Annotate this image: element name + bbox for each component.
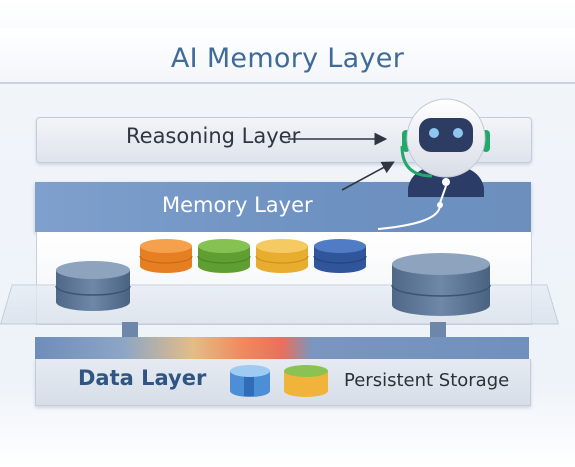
memory-layer-label: Memory Layer [162, 193, 313, 217]
memory-disk-icon [139, 239, 193, 273]
storage-cylinder-icon [230, 365, 270, 397]
data-layer-panel [35, 359, 531, 406]
database-icon [391, 253, 491, 316]
storage-cylinder-icon [284, 365, 328, 397]
connector-line [377, 204, 441, 230]
title-band [0, 28, 575, 84]
database-icon [55, 261, 131, 311]
robot-icon [400, 98, 490, 208]
right-connector [430, 322, 446, 340]
memory-disk-icon [313, 239, 367, 273]
arrow-icon [341, 161, 395, 191]
reasoning-layer-label: Reasoning Layer [126, 124, 301, 148]
memory-disk-icon [255, 239, 309, 273]
data-layer-band [35, 337, 529, 359]
memory-disk-icon [197, 239, 251, 273]
persistent-storage-label: Persistent Storage [344, 370, 510, 391]
diagram-title: AI Memory Layer [170, 43, 405, 74]
data-layer-label: Data Layer [78, 366, 207, 390]
left-connector [122, 322, 138, 340]
